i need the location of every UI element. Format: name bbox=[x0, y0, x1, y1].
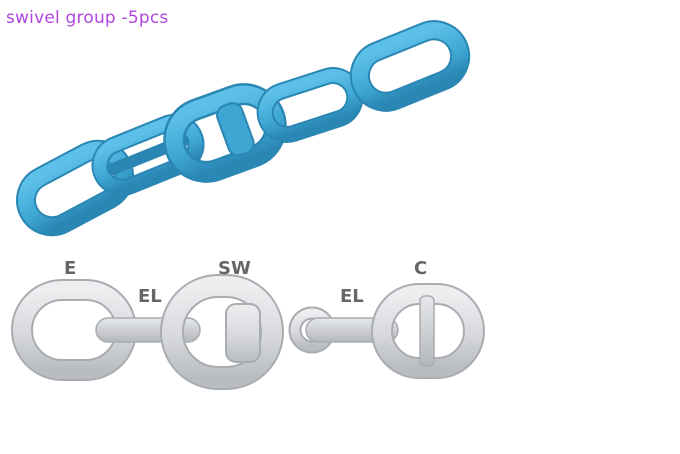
label-enlarged-link-right: EL bbox=[340, 286, 364, 307]
label-connecting-link: C bbox=[414, 258, 428, 279]
label-swivel: SW bbox=[218, 258, 251, 279]
blue-link-enlarged-right bbox=[256, 67, 364, 143]
blue-link-connecting bbox=[349, 20, 471, 112]
gray-chain bbox=[11, 274, 485, 390]
gray-link-connecting bbox=[371, 283, 485, 379]
page-title: swivel group -5pcs bbox=[6, 8, 169, 28]
label-enlarged-link-left: EL bbox=[138, 286, 162, 307]
blue-chain bbox=[16, 20, 471, 237]
label-end-link: E bbox=[64, 258, 77, 279]
